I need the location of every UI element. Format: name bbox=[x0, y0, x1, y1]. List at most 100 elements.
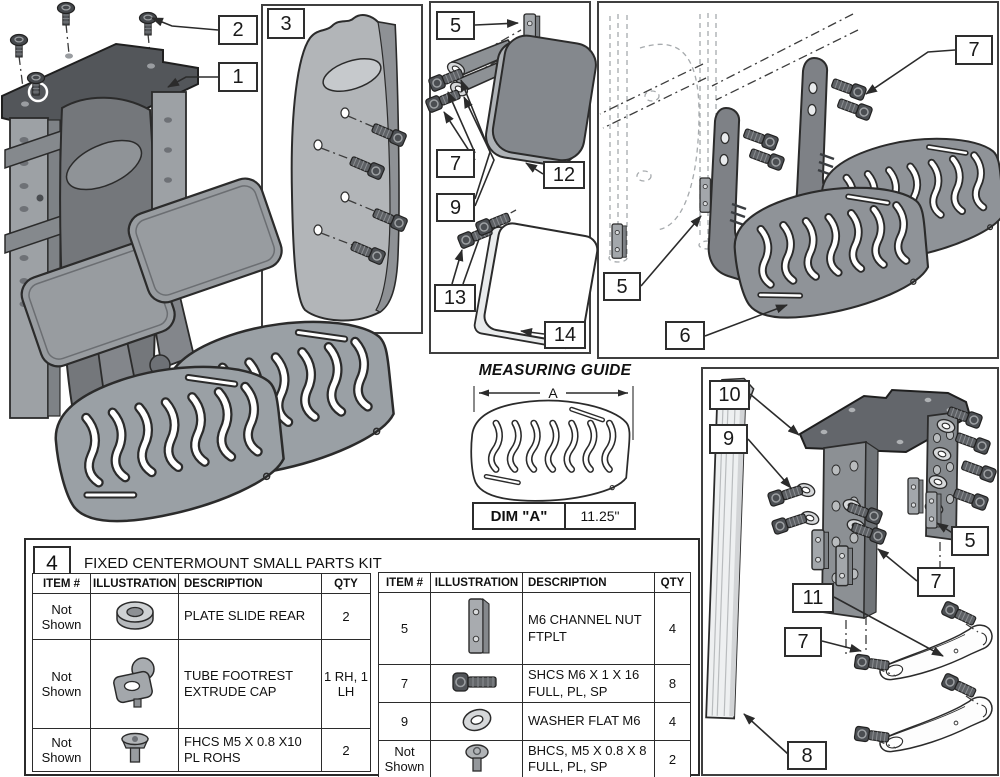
col-item: ITEM # bbox=[378, 572, 431, 593]
col-illustration: ILLUSTRATION bbox=[90, 573, 179, 594]
callout-7-pads: 7 bbox=[436, 149, 475, 178]
flat-washer-icon bbox=[462, 708, 491, 732]
callout-12-label: 12 bbox=[552, 164, 576, 186]
calf-pad bbox=[485, 34, 597, 167]
callout-8-label: 8 bbox=[801, 744, 813, 767]
kit-number: 4 bbox=[46, 552, 58, 575]
description-cell: SHCS M6 X 1 X 16 FULL, PL, SP bbox=[522, 664, 655, 703]
description-cell: WASHER FLAT M6 bbox=[522, 702, 655, 741]
callout-leader-lines bbox=[151, 17, 956, 755]
table-row: 5 M6 CHANNEL NUT FTPLT 4 bbox=[378, 592, 691, 665]
callout-1-label: 1 bbox=[232, 66, 244, 88]
centermount-assembly-art bbox=[1, 1, 405, 534]
dim-a-value: 11.25" bbox=[580, 508, 620, 524]
description-cell: PLATE SLIDE REAR bbox=[178, 593, 322, 640]
col-description: DESCRIPTION bbox=[178, 573, 322, 594]
item-cell: Not Shown bbox=[378, 740, 431, 777]
callout-10: 10 bbox=[709, 380, 750, 410]
illustration-cell bbox=[90, 593, 179, 640]
fhcs-flat-head-screw-icon bbox=[120, 732, 149, 763]
cover-panel-art bbox=[290, 14, 409, 322]
panel-mount-border bbox=[701, 367, 999, 776]
saddle-bracket-2 bbox=[879, 696, 993, 753]
col-qty: QTY bbox=[654, 572, 691, 593]
m6-channel-nut-icon bbox=[467, 597, 490, 654]
kit-title: FIXED CENTERMOUNT SMALL PARTS KIT bbox=[84, 555, 382, 572]
callout-3-label: 3 bbox=[280, 12, 292, 35]
dim-a-table: DIM "A" 11.25" bbox=[472, 502, 636, 530]
shcs-socket-head-screw-icon bbox=[451, 672, 497, 692]
measuring-guide-art: A bbox=[471, 385, 634, 501]
qty-cell: 8 bbox=[654, 664, 691, 703]
hangers-panel-art bbox=[599, 13, 1000, 327]
callout-5-mount: 5 bbox=[951, 526, 989, 556]
callout-7-mount-upper-label: 7 bbox=[930, 571, 942, 593]
callout-5-pads-label: 5 bbox=[449, 14, 462, 37]
callout-6: 6 bbox=[665, 321, 705, 350]
plate-slide-ring-icon bbox=[115, 601, 154, 630]
panel-pads-border bbox=[429, 1, 591, 354]
callout-3: 3 bbox=[267, 8, 305, 39]
callout-13-label: 13 bbox=[443, 287, 467, 309]
qty-cell: 4 bbox=[654, 702, 691, 741]
col-qty: QTY bbox=[321, 573, 371, 594]
callout-8: 8 bbox=[787, 741, 827, 770]
callout-11: 11 bbox=[792, 583, 834, 613]
item-cell: Not Shown bbox=[32, 639, 91, 729]
item-cell: Not Shown bbox=[32, 728, 91, 772]
qty-cell: 1 RH, 1 LH bbox=[321, 639, 371, 729]
item-cell: 7 bbox=[378, 664, 431, 703]
table-row: Not Shown FHCS M5 X 0.8 X10 PL ROHS 2 bbox=[32, 728, 371, 772]
callout-7-mount-lower-label: 7 bbox=[797, 631, 809, 653]
qty-cell: 2 bbox=[321, 728, 371, 772]
callout-13: 13 bbox=[434, 284, 476, 312]
pads-panel-art bbox=[424, 13, 599, 350]
parts-table-right: ITEM # ILLUSTRATION DESCRIPTION QTY 5 M6… bbox=[378, 572, 691, 777]
callout-12: 12 bbox=[543, 161, 585, 189]
callout-7-hangers-label: 7 bbox=[968, 39, 980, 61]
parts-kit: 4 FIXED CENTERMOUNT SMALL PARTS KIT ITEM… bbox=[24, 538, 700, 777]
callout-11-label: 11 bbox=[802, 587, 824, 609]
callout-9-mount-label: 9 bbox=[722, 428, 735, 450]
table-row: Not Shown PLATE SLIDE REAR 2 bbox=[32, 593, 371, 640]
measuring-guide-title: MEASURING GUIDE bbox=[478, 362, 632, 379]
mount-panel-art bbox=[705, 377, 998, 753]
callout-5-hangers: 5 bbox=[603, 272, 641, 301]
measuring-guide-footplate bbox=[471, 401, 629, 501]
table-row: 7 SHCS M6 X 1 X 16 FULL, PL, SP 8 bbox=[378, 664, 691, 703]
item-cell: 9 bbox=[378, 702, 431, 741]
callout-6-label: 6 bbox=[679, 324, 691, 347]
description-cell: FHCS M5 X 0.8 X10 PL ROHS bbox=[178, 728, 322, 772]
right-side-pad bbox=[127, 177, 283, 304]
pad-cover bbox=[473, 222, 599, 350]
callout-7-mount-lower: 7 bbox=[784, 627, 822, 657]
callout-7-hangers: 7 bbox=[955, 35, 993, 65]
description-cell: BHCS, M5 X 0.8 X 8 FULL, PL, SP bbox=[522, 740, 655, 777]
callout-9-mount: 9 bbox=[709, 424, 748, 454]
callout-5-mount-label: 5 bbox=[964, 530, 976, 552]
table-row: 9 WASHER FLAT M6 4 bbox=[378, 702, 691, 741]
callout-5-hangers-label: 5 bbox=[616, 275, 628, 298]
illustration-cell bbox=[430, 702, 523, 741]
dim-a-label: DIM "A" bbox=[474, 504, 566, 528]
tube-footrest-extrude-cap-icon bbox=[112, 656, 155, 708]
callout-14: 14 bbox=[544, 321, 586, 349]
col-description: DESCRIPTION bbox=[522, 572, 655, 593]
description-cell: M6 CHANNEL NUT FTPLT bbox=[522, 592, 655, 665]
item-cell: 5 bbox=[378, 592, 431, 665]
col-illustration: ILLUSTRATION bbox=[430, 572, 523, 593]
illustration-cell bbox=[430, 592, 523, 665]
callout-10-label: 10 bbox=[718, 384, 741, 406]
callout-2: 2 bbox=[218, 15, 258, 45]
illustration-cell bbox=[430, 664, 523, 703]
callout-9-pads: 9 bbox=[436, 193, 475, 222]
col-item: ITEM # bbox=[32, 573, 91, 594]
qty-cell: 2 bbox=[654, 740, 691, 777]
qty-cell: 4 bbox=[654, 592, 691, 665]
qty-cell: 2 bbox=[321, 593, 371, 640]
callout-7-pads-label: 7 bbox=[449, 152, 462, 175]
table-row: Not Shown TUBE FOOTREST EXTRUDE CAP 1 RH… bbox=[32, 639, 371, 729]
callout-9-pads-label: 9 bbox=[449, 196, 462, 219]
